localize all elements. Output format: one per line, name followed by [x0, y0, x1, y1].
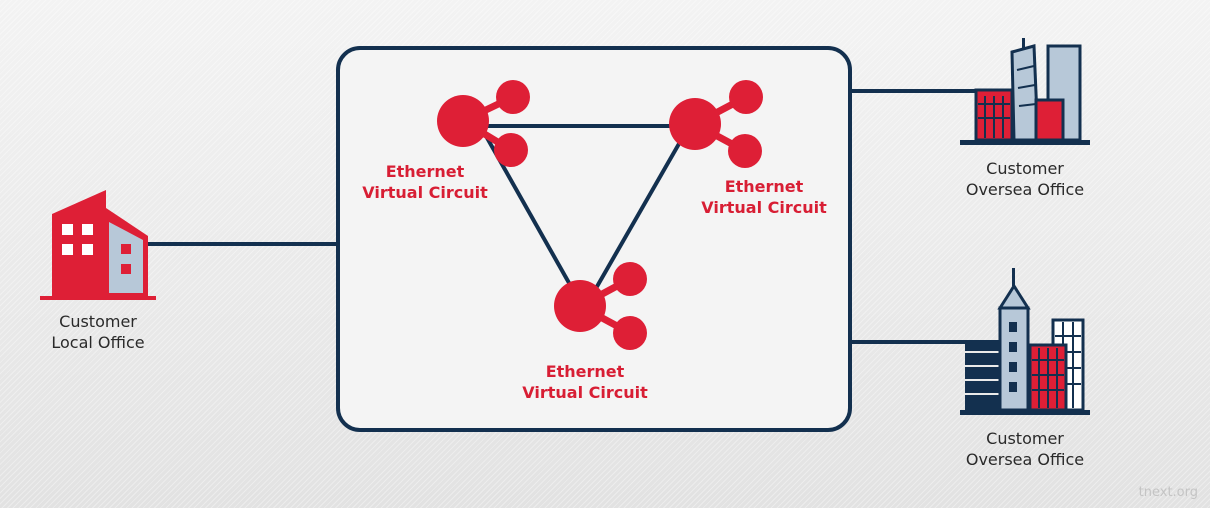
- watermark: tnext.org: [1138, 485, 1198, 500]
- office-building-icon: [40, 190, 156, 300]
- evc-label-top-right: Ethernet Virtual Circuit: [701, 177, 827, 217]
- evc-node-top-left: [437, 80, 530, 167]
- city-skyline-icon: [960, 38, 1090, 145]
- evc-label-top-left: Ethernet Virtual Circuit: [362, 162, 488, 202]
- oversea-office-top-label: Customer Oversea Office: [965, 159, 1085, 199]
- evc-node-bottom: [554, 262, 647, 350]
- oversea-office-bottom-label: Customer Oversea Office: [965, 429, 1085, 469]
- local-office-label: Customer Local Office: [51, 312, 145, 352]
- city-skyline-icon: [960, 268, 1090, 415]
- evc-node-top-right: [669, 80, 763, 168]
- evc-label-bottom: Ethernet Virtual Circuit: [522, 362, 648, 402]
- edge-evc-top-right-to-bottom: [593, 141, 682, 291]
